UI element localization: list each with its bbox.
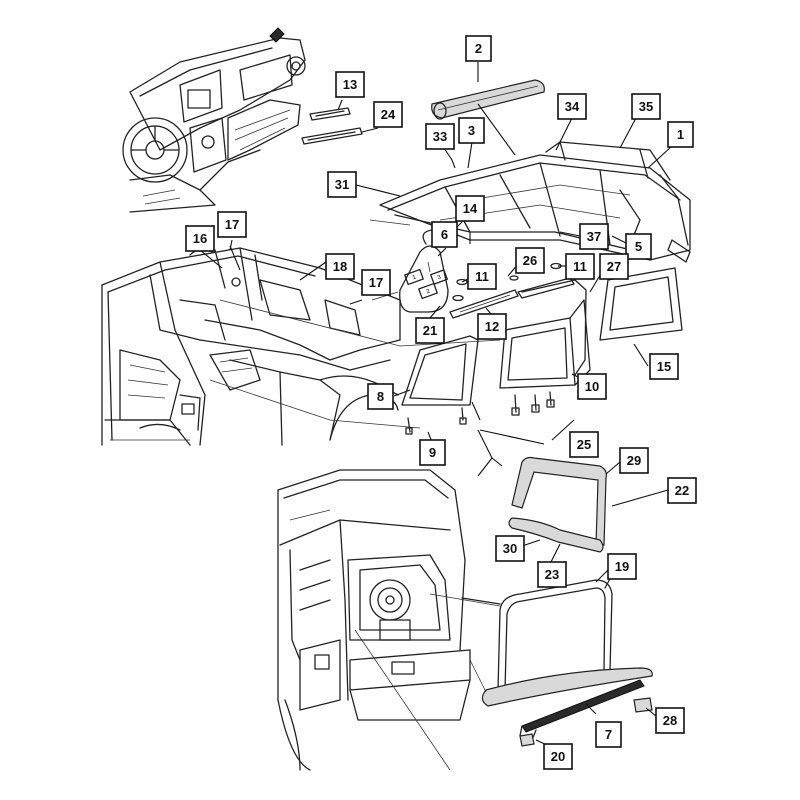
callout-23: 23	[537, 561, 567, 588]
callout-25: 25	[569, 431, 599, 458]
callout-17-upper: 17	[217, 211, 247, 238]
callout-18: 18	[325, 253, 355, 280]
callout-24-label: 24	[381, 107, 396, 122]
callout-8-label: 8	[377, 389, 384, 404]
callout-27-label: 27	[607, 259, 621, 274]
callout-23-label: 23	[545, 567, 559, 582]
callout-2: 2	[465, 35, 492, 62]
callout-31-label: 31	[335, 177, 349, 192]
callout-13-label: 13	[343, 77, 357, 92]
callout-16-label: 16	[193, 231, 207, 246]
callout-34: 34	[557, 93, 587, 120]
callout-37: 37	[579, 223, 609, 250]
callout-17-upper-label: 17	[225, 217, 239, 232]
callout-5-label: 5	[635, 239, 642, 254]
callout-20-label: 20	[551, 749, 565, 764]
callout-6-label: 6	[441, 227, 448, 242]
callout-37-label: 37	[587, 229, 601, 244]
callout-14: 14	[455, 195, 485, 222]
bag-label-2: 2	[426, 288, 432, 295]
callout-13: 13	[335, 71, 365, 98]
vehicle-body-illustration	[101, 247, 401, 446]
callout-22-label: 22	[675, 483, 689, 498]
callout-9-label: 9	[429, 445, 436, 460]
callout-29: 29	[619, 447, 649, 474]
callout-19-label: 19	[615, 559, 629, 574]
callout-28: 28	[655, 707, 685, 734]
quarter-window-part-10	[499, 299, 591, 416]
callout-30: 30	[495, 535, 525, 562]
bag-label-3: 3	[437, 274, 443, 281]
callout-28-label: 28	[663, 713, 677, 728]
callout-26-label: 26	[523, 253, 537, 268]
callout-16: 16	[185, 225, 215, 252]
callout-25-label: 25	[577, 437, 591, 452]
callout-24: 24	[373, 101, 403, 128]
callout-35-label: 35	[639, 99, 653, 114]
callout-11-left: 11	[467, 263, 497, 290]
callout-30-label: 30	[503, 541, 517, 556]
callout-34-label: 34	[565, 99, 580, 114]
clip-part-28	[633, 697, 653, 713]
callout-20: 20	[543, 743, 573, 770]
callout-15: 15	[649, 353, 679, 380]
rear-window-part-15	[599, 267, 683, 341]
callout-14-label: 14	[463, 201, 478, 216]
callout-6: 6	[431, 221, 458, 248]
callout-17-lower-label: 17	[369, 275, 383, 290]
callout-1: 1	[667, 121, 694, 148]
callout-35: 35	[631, 93, 661, 120]
callout-10-label: 10	[585, 379, 599, 394]
callout-21-label: 21	[423, 323, 437, 338]
callout-11-left-label: 11	[475, 269, 489, 284]
callout-33: 33	[425, 123, 455, 150]
weatherstrip-part-30	[508, 517, 604, 553]
side-window-part-8	[401, 335, 479, 435]
rolled-soft-top-part	[431, 79, 545, 120]
callout-19: 19	[607, 553, 637, 580]
callout-1-label: 1	[677, 127, 684, 142]
callout-11-right-label: 11	[573, 259, 587, 274]
callout-3-label: 3	[468, 123, 475, 138]
callout-2-label: 2	[475, 41, 482, 56]
callout-27: 27	[599, 253, 629, 280]
callout-7-label: 7	[605, 727, 612, 742]
callout-8: 8	[367, 383, 394, 410]
callout-15-label: 15	[657, 359, 671, 374]
callout-21: 21	[415, 317, 445, 344]
sail-panel-part-27	[521, 279, 587, 376]
callout-17-lower: 17	[361, 269, 391, 296]
leader-lines	[199, 62, 673, 771]
callout-31: 31	[327, 171, 357, 198]
callout-11-right: 11	[565, 253, 595, 280]
grab-handle-parts	[301, 107, 363, 145]
callout-5: 5	[625, 233, 652, 260]
dashboard-illustration	[122, 27, 306, 213]
tailgate-bar-part-19	[461, 574, 653, 707]
callout-29-label: 29	[627, 453, 641, 468]
callout-26: 26	[515, 247, 545, 274]
callout-3: 3	[458, 117, 485, 144]
callout-18-label: 18	[333, 259, 347, 274]
retainer-rail-parts	[449, 277, 575, 319]
callout-9: 9	[419, 439, 446, 466]
callout-12-label: 12	[485, 319, 499, 334]
callout-7: 7	[595, 721, 622, 748]
callout-10: 10	[577, 373, 607, 400]
bag-label-1: 1	[412, 274, 418, 281]
callout-12: 12	[477, 313, 507, 340]
rear-vehicle-illustration	[277, 469, 471, 771]
callout-22: 22	[667, 477, 697, 504]
callout-33-label: 33	[433, 129, 447, 144]
clip-part-20	[519, 733, 535, 747]
